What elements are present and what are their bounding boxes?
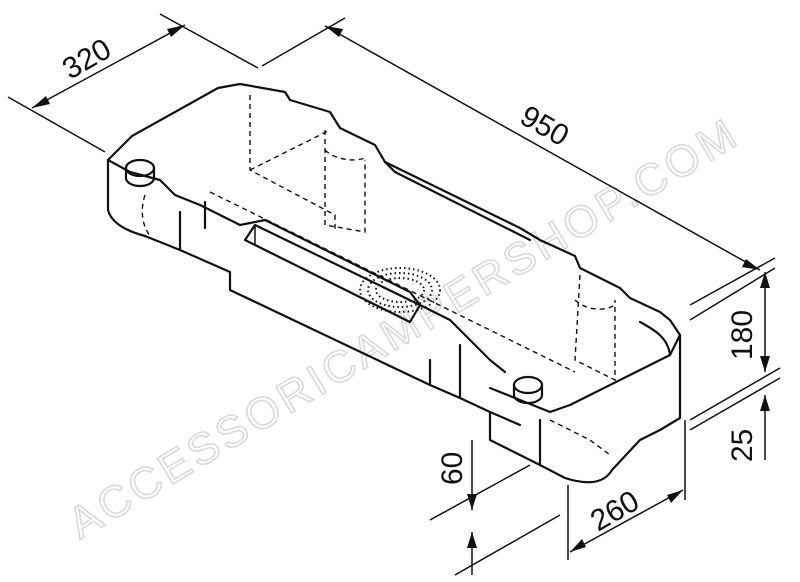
dim-label-60: 60 bbox=[436, 452, 469, 485]
drain-outlet bbox=[359, 267, 441, 313]
hidden-lines bbox=[141, 95, 616, 456]
dimension-320: 320 bbox=[7, 13, 259, 153]
dim-label-950: 950 bbox=[515, 99, 575, 153]
dimension-60: 60 bbox=[429, 440, 561, 576]
tank-body bbox=[106, 82, 682, 484]
dimension-25: 25 bbox=[689, 377, 781, 462]
dimension-180: 180 bbox=[689, 267, 781, 421]
dim-label-260: 260 bbox=[585, 484, 645, 538]
dim-label-320: 320 bbox=[57, 32, 117, 86]
dim-label-180: 180 bbox=[726, 310, 759, 360]
dimension-260: 260 bbox=[567, 420, 686, 560]
filler-cap-left bbox=[124, 158, 156, 188]
filler-cap-right bbox=[512, 375, 544, 405]
dim-label-25: 25 bbox=[726, 429, 759, 462]
watermark: ACCESSORICAMPERSHOP.COM bbox=[60, 108, 748, 548]
